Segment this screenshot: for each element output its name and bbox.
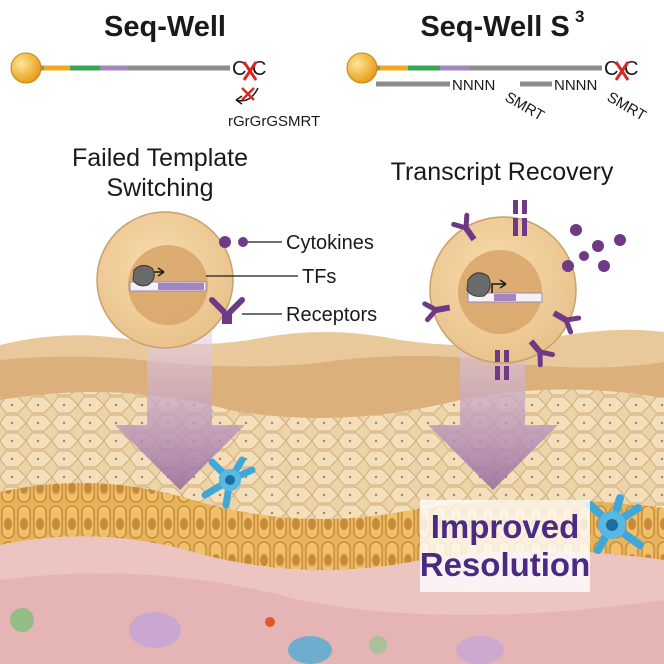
right-red-cross-icon bbox=[614, 61, 630, 81]
receptor-icon bbox=[552, 310, 582, 335]
dermal-immune-cells bbox=[10, 608, 504, 664]
nucleus bbox=[458, 250, 542, 334]
receptor-icon bbox=[422, 301, 451, 323]
result-line2: Resolution bbox=[420, 546, 591, 583]
receptor-icon bbox=[451, 212, 477, 242]
bead bbox=[10, 52, 42, 84]
left-title: Seq-Well bbox=[104, 11, 226, 43]
left-cell bbox=[96, 211, 245, 349]
right-cell bbox=[429, 216, 577, 364]
cytokine-dot-icon bbox=[219, 236, 231, 248]
tf-protein-icon bbox=[132, 264, 155, 287]
primer-1-n: NNNN bbox=[452, 77, 495, 94]
down-arrow-right bbox=[428, 330, 558, 490]
dendritic-cell-left bbox=[201, 456, 256, 509]
promoter-arrow-icon bbox=[491, 279, 507, 293]
oligo-red-cross-icon bbox=[241, 87, 255, 101]
transcript-purple bbox=[494, 294, 516, 301]
left-red-cross-icon bbox=[242, 61, 258, 81]
left-oligo-label: rGrGrGSMRT bbox=[228, 113, 320, 130]
primer-2-n: NNNN bbox=[554, 77, 597, 94]
right-receptors bbox=[422, 200, 582, 380]
primer-2-tag: SMRT bbox=[604, 89, 649, 125]
right-title: Seq-Well S bbox=[420, 11, 569, 43]
left-subtitle-line2: Switching bbox=[107, 174, 214, 202]
down-arrow-left bbox=[115, 330, 245, 490]
right-title-superscript: 3 bbox=[575, 7, 584, 26]
label-cytokines: Cytokines bbox=[286, 232, 374, 254]
primer-1-tag: SMRT bbox=[502, 89, 547, 125]
left-capture-oligo bbox=[10, 52, 230, 84]
receptor-icon bbox=[209, 297, 245, 324]
receptor-icon bbox=[513, 200, 527, 236]
result-line1: Improved bbox=[431, 508, 580, 545]
tf-protein-icon bbox=[466, 272, 491, 297]
transcript-purple bbox=[158, 283, 204, 290]
curved-arrow-icon bbox=[235, 87, 259, 105]
right-capture-oligo bbox=[346, 52, 602, 84]
right-subtitle: Transcript Recovery bbox=[391, 158, 614, 186]
result-box bbox=[420, 500, 590, 592]
bead bbox=[346, 52, 378, 84]
receptor-icon bbox=[495, 350, 509, 380]
label-receptors: Receptors bbox=[286, 304, 377, 326]
skin-tissue bbox=[0, 329, 664, 664]
right-title-group: Seq-Well S 3 bbox=[420, 7, 584, 43]
receptor-icon bbox=[528, 339, 556, 368]
label-leaders bbox=[206, 237, 298, 315]
left-subtitle-line1: Failed Template bbox=[72, 144, 248, 172]
dendritic-cell-right bbox=[586, 494, 644, 554]
label-tfs: TFs bbox=[302, 266, 336, 288]
cytokine-particles bbox=[562, 224, 626, 272]
